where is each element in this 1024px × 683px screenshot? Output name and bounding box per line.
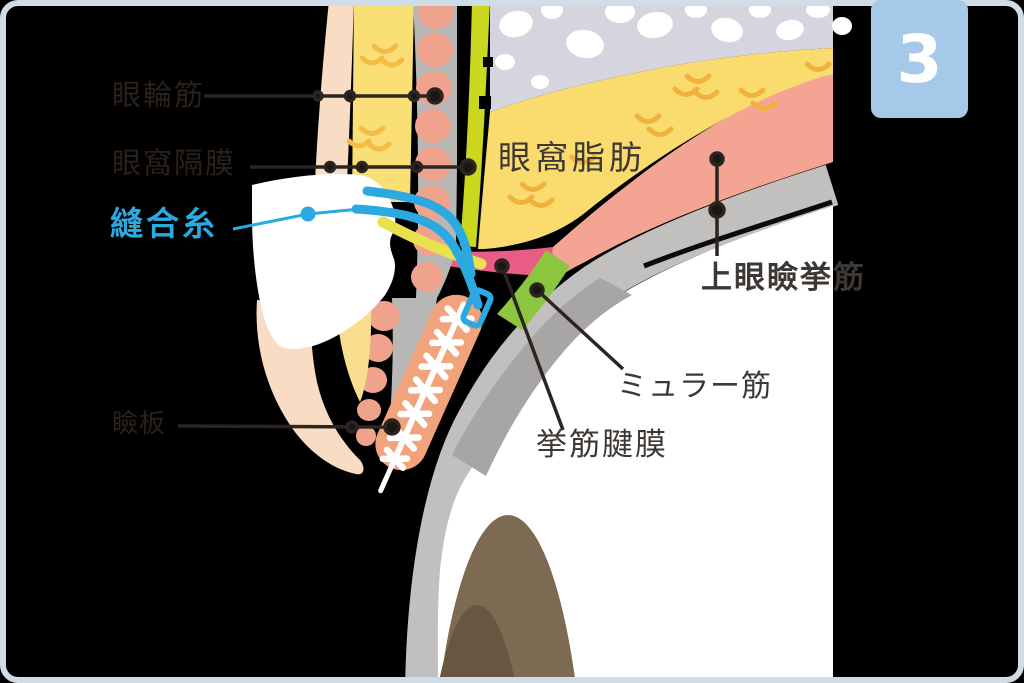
- orbital-fat-mass: [478, 48, 833, 249]
- label-orbital-septum: 眼窩隔膜: [112, 146, 237, 180]
- orbital-septum-stripe: [460, 0, 490, 247]
- pupil: [438, 605, 516, 683]
- orbital-bone: [490, 0, 852, 112]
- label-levator-muscle: 上眼瞼挙筋: [701, 260, 866, 296]
- levator-muscle-band: [551, 72, 833, 276]
- label-orbital-fat: 眼窩脂肪: [498, 138, 646, 177]
- suture-thread: [351, 186, 494, 329]
- label-levator-aponeurosis: 挙筋腱膜: [536, 427, 668, 463]
- suture-leader-line: [232, 206, 361, 231]
- label-suture-thread: 縫合糸: [110, 204, 218, 243]
- tarsal-plate: [375, 294, 483, 494]
- step-number-badge: 3: [871, 0, 968, 118]
- label-tarsal-plate: 瞼板: [112, 409, 167, 439]
- subcutaneous-fat-strip: [352, 0, 414, 202]
- leader-lines: [177, 87, 726, 436]
- skin-strip: [315, 0, 354, 182]
- eyeball-outline: [643, 199, 833, 269]
- label-orbicularis-muscle: 眼輪筋: [112, 78, 206, 112]
- label-muller-muscle: ミュラー筋: [617, 369, 772, 404]
